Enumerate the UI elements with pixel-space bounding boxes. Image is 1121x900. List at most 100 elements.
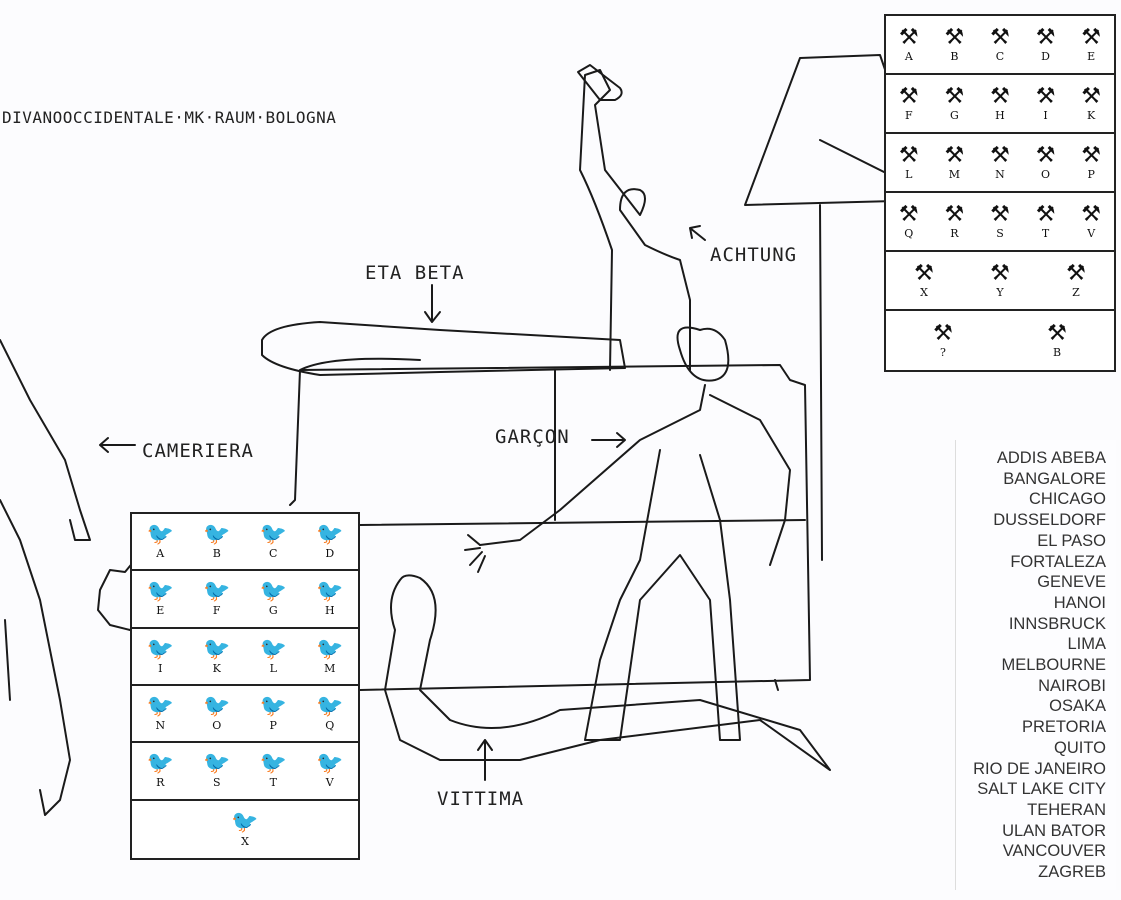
alphabet-letter: R — [156, 776, 165, 790]
garcon-hand — [464, 534, 486, 573]
alphabet-cell: 🐦E — [146, 579, 174, 618]
label-vittima: VITTIMA — [437, 788, 525, 810]
bird-icon: 🐦 — [203, 751, 231, 777]
bird-icon: 🐦 — [316, 636, 344, 662]
alphabet-letter: ? — [940, 346, 946, 359]
alphabet-letter: S — [996, 227, 1004, 240]
alphabet-row: ⚒Q⚒R⚒S⚒T⚒V — [886, 193, 1114, 252]
alphabet-cell: 🐦K — [203, 636, 231, 675]
alphabet-cell: 🐦Q — [316, 694, 344, 733]
alphabet-letter: D — [1041, 50, 1050, 63]
label-cameriera: CAMERIERA — [142, 440, 254, 462]
alphabet-cell: ⚒N — [990, 143, 1010, 182]
alphabet-cell: 🐦I — [147, 637, 174, 675]
alphabet-row: 🐦E🐦F🐦G🐦H — [132, 571, 358, 629]
alphabet-cell: ⚒H — [990, 84, 1010, 123]
tool-icon: ⚒ — [898, 25, 919, 50]
garcon-figure — [479, 326, 791, 741]
city-item: LIMA — [1067, 635, 1106, 654]
alphabet-cell: ⚒C — [990, 25, 1010, 64]
city-item: RIO DE JANEIRO — [973, 759, 1106, 778]
alphabet-cell: 🐦B — [203, 522, 231, 561]
tool-icon: ⚒ — [1081, 143, 1102, 168]
alphabet-row: 🐦R🐦S🐦T🐦V — [132, 743, 358, 801]
label-garcon: GARÇON — [495, 426, 570, 448]
bird-icon: 🐦 — [203, 694, 231, 720]
alphabet-row: 🐦N🐦O🐦P🐦Q — [132, 686, 358, 744]
alphabet-cell: 🐦F — [203, 580, 230, 618]
alphabet-cell: ⚒S — [990, 202, 1010, 241]
garcon-arrow — [591, 432, 626, 448]
tool-icon: ⚒ — [990, 25, 1010, 50]
alphabet-row: ⚒L⚒M⚒N⚒O⚒P — [886, 134, 1114, 193]
tool-icon: ⚒ — [1081, 25, 1102, 50]
cameriera-figure — [0, 339, 91, 816]
alphabet-cell: ⚒L — [898, 143, 919, 182]
eta-beta-arrow — [424, 284, 441, 323]
city-item: ULAN BATOR — [1002, 821, 1106, 840]
alphabet-cell: ⚒Z — [1066, 262, 1086, 300]
city-item: GENEVE — [1037, 573, 1106, 592]
alphabet-cell: 🐦L — [260, 637, 287, 675]
alphabet-cell: 🐦A — [147, 523, 174, 561]
tool-icon: ⚒ — [898, 143, 919, 168]
alphabet-cell: ⚒G — [944, 84, 965, 123]
tool-icon: ⚒ — [1035, 84, 1056, 109]
alphabet-cell: 🐦T — [259, 751, 287, 790]
tool-icon: ⚒ — [944, 84, 965, 109]
city-item: NAIROBI — [1038, 676, 1106, 695]
alphabet-cell: ⚒F — [899, 85, 919, 123]
bird-icon: 🐦 — [259, 751, 287, 777]
tool-icon: ⚒ — [944, 202, 965, 227]
bird-icon: 🐦 — [316, 694, 344, 720]
alphabet-letter: I — [1043, 109, 1048, 122]
tool-icon: ⚒ — [990, 202, 1010, 227]
alphabet-cell: 🐦S — [203, 751, 231, 790]
city-item: FORTALEZA — [1010, 552, 1106, 571]
tool-icon: ⚒ — [990, 261, 1010, 286]
alphabet-letter: T — [269, 776, 277, 790]
alphabet-cell: ⚒M — [944, 143, 965, 182]
alphabet-letter: M — [324, 661, 336, 675]
alphabet-row: 🐦X — [132, 801, 358, 858]
alphabet-cell: ⚒D — [1036, 26, 1056, 64]
bird-icon: 🐦 — [316, 522, 344, 548]
bird-icon: 🐦 — [146, 579, 174, 605]
bird-icon: 🐦 — [203, 636, 231, 662]
tool-icon: ⚒ — [914, 261, 934, 286]
alphabet-letter: H — [995, 109, 1005, 122]
tool-icon: ⚒ — [990, 84, 1010, 109]
alphabet-letter: B — [950, 50, 959, 63]
alphabet-cell: 🐦P — [260, 695, 287, 733]
alphabet-letter: O — [1041, 168, 1051, 181]
bird-icon: 🐦 — [203, 522, 231, 548]
alphabet-row: ⚒X⚒Y⚒Z — [886, 252, 1114, 311]
alphabet-cell: 🐦V — [316, 752, 343, 790]
achtung-arrow — [689, 225, 706, 241]
alphabet-letter: F — [212, 604, 221, 618]
tool-icon: ⚒ — [1035, 143, 1056, 168]
tool-icon: ⚒ — [944, 143, 965, 168]
city-item: BANGALORE — [1003, 469, 1106, 488]
tool-icon: ⚒ — [990, 143, 1010, 168]
alphabet-cell: ⚒I — [1035, 84, 1056, 123]
alphabet-letter: X — [920, 286, 928, 299]
alphabet-letter: V — [1087, 227, 1096, 240]
knife — [577, 64, 623, 101]
city-item: ZAGREB — [1038, 863, 1106, 882]
city-item: HANOI — [1053, 593, 1106, 612]
alphabet-row: ⚒A⚒B⚒C⚒D⚒E — [886, 16, 1114, 75]
bird-icon: 🐦 — [146, 751, 174, 777]
alphabet-cell: 🐦R — [146, 751, 174, 790]
bird-icon: 🐦 — [231, 809, 259, 835]
achtung-figure — [579, 69, 691, 371]
vittima-arrow — [477, 739, 493, 781]
alphabet-cell: ⚒X — [914, 261, 934, 300]
floor-lamp — [744, 54, 931, 561]
alphabet-letter: Y — [996, 286, 1004, 299]
alphabet-cell: 🐦X — [231, 809, 259, 848]
alphabet-cell: ⚒? — [933, 322, 953, 360]
alphabet-letter: G — [268, 604, 278, 618]
